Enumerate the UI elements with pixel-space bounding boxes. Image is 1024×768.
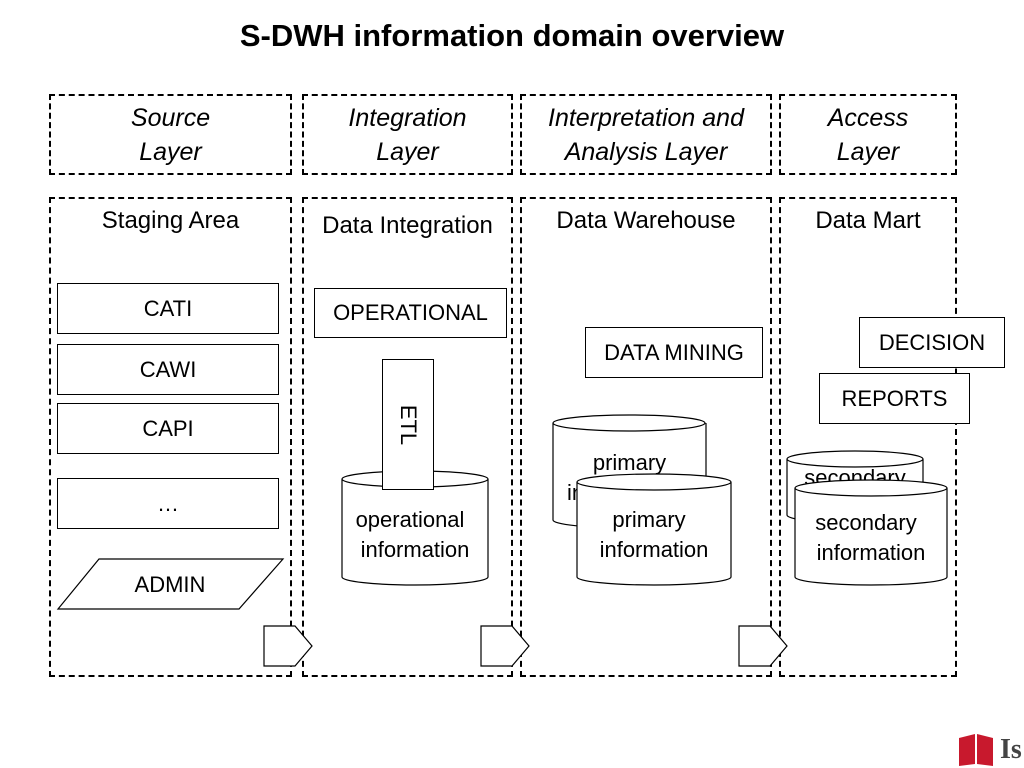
interpretation-layer-header bbox=[520, 94, 772, 175]
primary-information-label: primary information bbox=[577, 505, 731, 565]
integration-layer-label: Integration Layer bbox=[302, 94, 513, 175]
flow-arrow-icon bbox=[480, 625, 530, 667]
operational-information-label: operational information bbox=[342, 505, 488, 565]
cylinder-label-line: secondary bbox=[815, 510, 917, 535]
source-layer-header bbox=[49, 94, 292, 175]
cylinder-label-line: operational bbox=[355, 507, 465, 532]
page-title: S-DWH information domain overview bbox=[239, 18, 785, 53]
staging-area-label: Staging Area bbox=[101, 207, 240, 234]
access-layer-label: Access Layer bbox=[779, 94, 957, 175]
operational-box: OPERATIONAL bbox=[314, 288, 507, 338]
access-layer-header bbox=[779, 94, 957, 175]
data-integration-label: Data Integration bbox=[322, 212, 493, 239]
primary-information-cylinder bbox=[576, 473, 732, 586]
interpretation-layer-label: Interpretation and Analysis Layer bbox=[520, 94, 772, 175]
admin-parallelogram bbox=[56, 558, 285, 610]
layer-label-line: Layer bbox=[139, 137, 202, 166]
cylinder-label-line: primary bbox=[612, 507, 686, 532]
logo-text: Is bbox=[1000, 734, 1022, 765]
cylinder-label-line: information bbox=[599, 537, 709, 562]
data-mart-column bbox=[779, 197, 957, 677]
integration-layer-header bbox=[302, 94, 513, 175]
cylinder-label-line: primary bbox=[592, 450, 667, 475]
layer-label-line: Integration bbox=[348, 103, 467, 132]
etl-box: ETL bbox=[382, 359, 434, 490]
ellipsis-box: … bbox=[57, 478, 279, 529]
secondary-information-cylinder bbox=[794, 479, 948, 586]
cawi-box: CAWI bbox=[57, 344, 279, 395]
layer-label-line: Analysis Layer bbox=[564, 137, 728, 166]
capi-box: CAPI bbox=[57, 403, 279, 454]
flow-arrow-icon bbox=[263, 625, 313, 667]
flow-arrow-icon bbox=[738, 625, 788, 667]
cylinder-label-line: information bbox=[360, 537, 470, 562]
cati-box: CATI bbox=[57, 283, 279, 334]
layer-label-line: Interpretation and bbox=[548, 103, 744, 132]
layer-label-line: Access bbox=[827, 103, 909, 132]
layer-label-line: Layer bbox=[376, 137, 439, 166]
layer-label-line: Source bbox=[130, 103, 211, 132]
decision-box: DECISION bbox=[859, 317, 1005, 368]
source-layer-label: Source Layer bbox=[49, 94, 292, 175]
cylinder-label-line: information bbox=[816, 540, 926, 565]
data-mining-box: DATA MINING bbox=[585, 327, 763, 378]
etl-label: ETL bbox=[396, 404, 421, 445]
data-warehouse-label: Data Warehouse bbox=[556, 207, 736, 234]
admin-label: ADMIN bbox=[134, 572, 206, 597]
layer-label-line: Layer bbox=[836, 137, 900, 166]
reports-box: REPORTS bbox=[819, 373, 970, 424]
data-mart-label: Data Mart bbox=[815, 207, 921, 234]
logo-icon bbox=[959, 734, 993, 766]
secondary-information-label: secondary information bbox=[795, 508, 947, 568]
